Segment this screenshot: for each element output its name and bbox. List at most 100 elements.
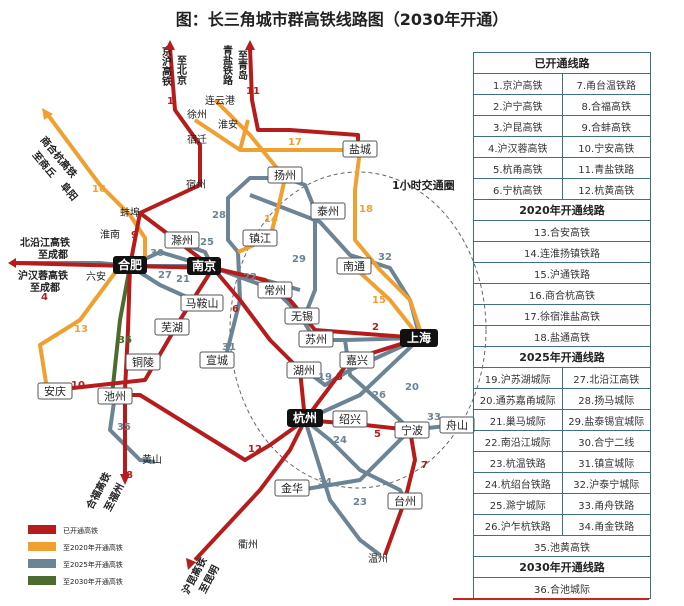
city-huangshan: 黄山 xyxy=(142,453,162,466)
hefei-box xyxy=(113,256,147,274)
nanjing-box xyxy=(187,257,221,275)
num-27: 27 xyxy=(158,270,172,281)
num-7: 7 xyxy=(421,460,428,471)
city-wuhu: 芜湖 xyxy=(161,320,183,334)
table-row: 36.合池城际 xyxy=(473,577,651,599)
num-13: 13 xyxy=(74,324,88,335)
num-24: 24 xyxy=(333,435,347,446)
line-7 xyxy=(383,429,417,556)
dir-hurongsha: 沪汉蓉高铁 xyxy=(18,269,68,282)
num-19: 19 xyxy=(318,372,332,383)
num-28: 28 xyxy=(212,210,226,221)
num-8: 8 xyxy=(126,470,133,481)
dir-to-chengdu2: 至成都 xyxy=(30,281,60,294)
table-section-2025: 2025年开通线路 xyxy=(473,346,651,368)
city-nantong: 南通 xyxy=(343,260,365,273)
num-3: 3 xyxy=(336,372,343,383)
num-33: 33 xyxy=(427,412,441,423)
num-4: 4 xyxy=(41,292,48,303)
num-14: 14 xyxy=(264,214,278,225)
legend-swatch-2030 xyxy=(28,576,56,585)
line-36 xyxy=(110,265,132,396)
num-18: 18 xyxy=(359,204,373,215)
city-chizhou: 池州 xyxy=(104,390,126,403)
city-huaian: 淮安 xyxy=(218,118,238,131)
legend-label-2030: 至2030年开通高铁 xyxy=(63,577,123,586)
num-20: 20 xyxy=(405,382,419,393)
city-ningbo: 宁波 xyxy=(401,423,423,437)
table-section-2020: 2020年开通线路 xyxy=(473,199,651,221)
num-23: 23 xyxy=(353,497,367,508)
num-9: 9 xyxy=(131,230,138,241)
num-25: 25 xyxy=(200,237,214,248)
line-34 xyxy=(299,428,412,492)
line-18 xyxy=(353,149,422,331)
page-title: 图：长三角城市群高铁线路图（2030年开通） xyxy=(175,10,509,29)
table-row: 13.合安高铁 xyxy=(473,220,651,242)
num-2: 2 xyxy=(372,322,379,333)
num-34: 34 xyxy=(318,477,332,488)
table-section-opened: 已开通线路 xyxy=(473,52,651,74)
table-row: 14.连淮扬镇铁路 xyxy=(473,241,651,263)
dir-beiyanjiang: 北沿江高铁 xyxy=(20,236,70,249)
city-taizhou-js: 泰州 xyxy=(317,204,339,218)
line-26 xyxy=(304,336,422,422)
legend-label-2025: 至2025年开通高铁 xyxy=(63,560,123,569)
dir-to-qingdao: 至青岛 xyxy=(236,50,248,81)
line-6 xyxy=(211,266,307,421)
city-wenzhou: 温州 xyxy=(368,553,388,565)
city-maanshan: 马鞍山 xyxy=(186,296,219,310)
hangzhou-box xyxy=(287,409,323,427)
num-32: 32 xyxy=(378,252,392,263)
city-huainan: 淮南 xyxy=(100,228,120,241)
table-row: 18.盐通高铁 xyxy=(473,325,651,347)
city-zhenjiang: 镇江 xyxy=(249,231,271,245)
city-lianyungang: 连云港 xyxy=(205,94,235,107)
city-yangzhou: 扬州 xyxy=(274,168,296,182)
num-17: 17 xyxy=(288,137,302,148)
city-bengbu: 蚌埠 xyxy=(120,206,140,219)
city-zhoushan: 舟山 xyxy=(446,418,468,432)
circle-label: 1小时交通圈 xyxy=(392,178,455,192)
city-changzhou: 常州 xyxy=(264,284,286,297)
legend: 已开通高铁 至2020年开通高铁 至2025年开通高铁 至2030年开通高铁 xyxy=(28,525,123,586)
underline-mark xyxy=(453,598,649,600)
city-suzhou: 苏州 xyxy=(305,333,327,346)
city-luan: 六安 xyxy=(86,270,106,283)
table-row: 35.池黄高铁 xyxy=(473,535,651,557)
table-row: 16.商合杭高铁 xyxy=(473,283,651,305)
line-17b xyxy=(238,119,250,151)
num-30: 30 xyxy=(150,248,164,259)
legend-swatch-2025 xyxy=(28,559,56,568)
legend-label-2020: 至2020年开通高铁 xyxy=(63,543,123,552)
legend-swatch-opened xyxy=(28,525,56,534)
city-quzhou: 衢州 xyxy=(238,539,258,551)
city-wuxi: 无锡 xyxy=(291,309,313,323)
table-section-2030: 2030年开通线路 xyxy=(473,556,651,578)
num-22: 22 xyxy=(243,272,257,283)
city-jiaxing: 嘉兴 xyxy=(346,353,368,367)
line-12 xyxy=(115,393,307,462)
legend-swatch-2020 xyxy=(28,542,56,551)
city-huzhou: 湖州 xyxy=(293,364,315,377)
line-23 xyxy=(303,419,382,557)
dir-qingyan: 青盐铁路 xyxy=(221,44,233,86)
city-hangzhou: 杭州 xyxy=(293,410,317,425)
city-yancheng: 盐城 xyxy=(349,143,371,156)
num-31: 31 xyxy=(222,342,236,353)
city-labels: 合肥 南京 上海 杭州 xyxy=(8,40,475,596)
num-10: 10 xyxy=(71,380,85,391)
line-15 xyxy=(353,266,422,340)
num-16: 16 xyxy=(92,184,106,195)
dir-to-beijing: 至北京 xyxy=(175,55,187,86)
